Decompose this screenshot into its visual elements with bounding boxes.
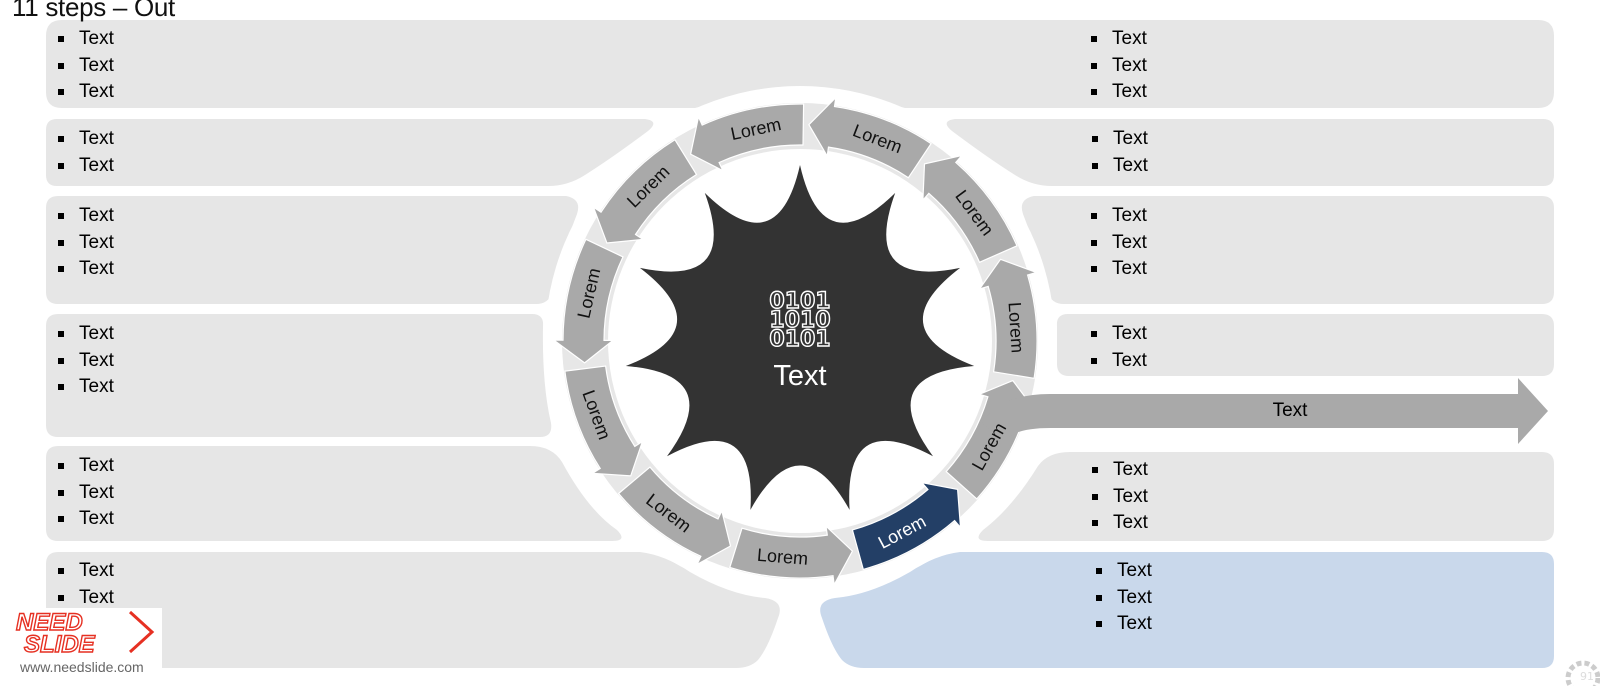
ring-step-label: Lorem bbox=[1005, 301, 1028, 353]
list-item: Text bbox=[58, 203, 114, 230]
list-item: Text bbox=[58, 26, 114, 53]
logo-text: NEED bbox=[16, 609, 83, 636]
list-item: Text bbox=[58, 374, 114, 401]
list-item: Text bbox=[58, 453, 114, 480]
list-item: Text bbox=[58, 480, 114, 507]
left-panel-1 bbox=[46, 20, 1554, 108]
list-item: Text bbox=[1091, 321, 1147, 348]
right-list-2: Text Text bbox=[1092, 126, 1148, 179]
right-list-4: Text Text bbox=[1091, 321, 1147, 374]
left-list-4: Text Text Text bbox=[58, 321, 114, 401]
list-item: Text bbox=[58, 230, 114, 257]
left-list-1: Text Text Text bbox=[58, 26, 114, 106]
left-list-3: Text Text Text bbox=[58, 203, 114, 283]
left-panel-2 bbox=[46, 119, 654, 186]
list-item: Text bbox=[1096, 558, 1152, 585]
list-item: Text bbox=[1092, 153, 1148, 180]
list-item: Text bbox=[1091, 203, 1147, 230]
left-list-2: Text Text bbox=[58, 126, 114, 179]
logo-text: SLIDE bbox=[24, 631, 96, 658]
center-star bbox=[625, 165, 975, 510]
left-list-5: Text Text Text bbox=[58, 453, 114, 533]
ring-arrow bbox=[729, 524, 854, 587]
right-list-5: Text Text Text bbox=[1092, 457, 1148, 537]
right-panel-6 bbox=[820, 552, 1554, 668]
slide-title: 11 steps – Out bbox=[12, 0, 175, 22]
list-item: Text bbox=[1092, 126, 1148, 153]
right-panel-2 bbox=[946, 119, 1554, 186]
page-badge bbox=[1565, 660, 1600, 686]
center-label: Text bbox=[773, 360, 827, 392]
list-item: Text bbox=[1096, 585, 1152, 612]
binary-line: 0101 bbox=[769, 289, 832, 314]
ring-arrow bbox=[808, 95, 932, 179]
right-list-3: Text Text Text bbox=[1091, 203, 1147, 283]
ring-arrow bbox=[922, 154, 1018, 264]
ring-arrow-active bbox=[851, 481, 962, 571]
list-item: Text bbox=[58, 53, 114, 80]
list-item: Text bbox=[58, 79, 114, 106]
list-item: Text bbox=[58, 153, 114, 180]
left-panel-4 bbox=[46, 314, 552, 437]
ring-arrow bbox=[552, 238, 624, 364]
binary-code-icon: 0101 1010 0101 bbox=[740, 289, 860, 352]
needslide-logo: NEED SLIDE bbox=[12, 608, 162, 668]
left-panel-5 bbox=[46, 446, 622, 541]
list-item: Text bbox=[1091, 256, 1147, 283]
binary-line: 1010 bbox=[769, 308, 832, 333]
binary-line: 0101 bbox=[769, 327, 832, 352]
list-item: Text bbox=[1092, 484, 1148, 511]
website-link[interactable]: www.needslide.com bbox=[20, 659, 144, 675]
list-item: Text bbox=[1091, 230, 1147, 257]
list-item: Text bbox=[58, 585, 114, 612]
ring-arrow bbox=[689, 103, 805, 173]
list-item: Text bbox=[1091, 79, 1147, 106]
left-panel-6 bbox=[46, 552, 780, 668]
list-item: Text bbox=[1091, 26, 1147, 53]
right-panel-4 bbox=[1056, 314, 1554, 376]
page-number: 91 bbox=[1580, 670, 1594, 683]
output-arrow-label: Text bbox=[1272, 400, 1308, 421]
list-item: Text bbox=[1091, 53, 1147, 80]
list-item: Text bbox=[1096, 611, 1152, 638]
list-item: Text bbox=[58, 126, 114, 153]
right-list-6: Text Text Text bbox=[1096, 558, 1152, 638]
ring-step-label: Lorem bbox=[756, 545, 808, 569]
list-item: Text bbox=[1091, 348, 1147, 375]
list-item: Text bbox=[58, 506, 114, 533]
list-item: Text bbox=[58, 348, 114, 375]
list-item: Text bbox=[58, 321, 114, 348]
list-item: Text bbox=[58, 558, 114, 585]
ring-arrow bbox=[617, 466, 732, 566]
ring-arrow bbox=[978, 258, 1039, 379]
ring-arrow bbox=[564, 365, 644, 477]
list-item: Text bbox=[1092, 510, 1148, 537]
list-item: Text bbox=[58, 256, 114, 283]
ring-arrow bbox=[592, 138, 698, 244]
ring-arrows bbox=[552, 95, 1039, 587]
right-panel-5 bbox=[978, 452, 1554, 541]
right-list-1: Text Text Text bbox=[1091, 26, 1147, 106]
right-panel-3 bbox=[1021, 196, 1554, 304]
list-item: Text bbox=[1092, 457, 1148, 484]
left-panel-3 bbox=[46, 196, 579, 304]
left-list-6: Text Text bbox=[58, 558, 114, 611]
output-arrow bbox=[982, 378, 1548, 444]
